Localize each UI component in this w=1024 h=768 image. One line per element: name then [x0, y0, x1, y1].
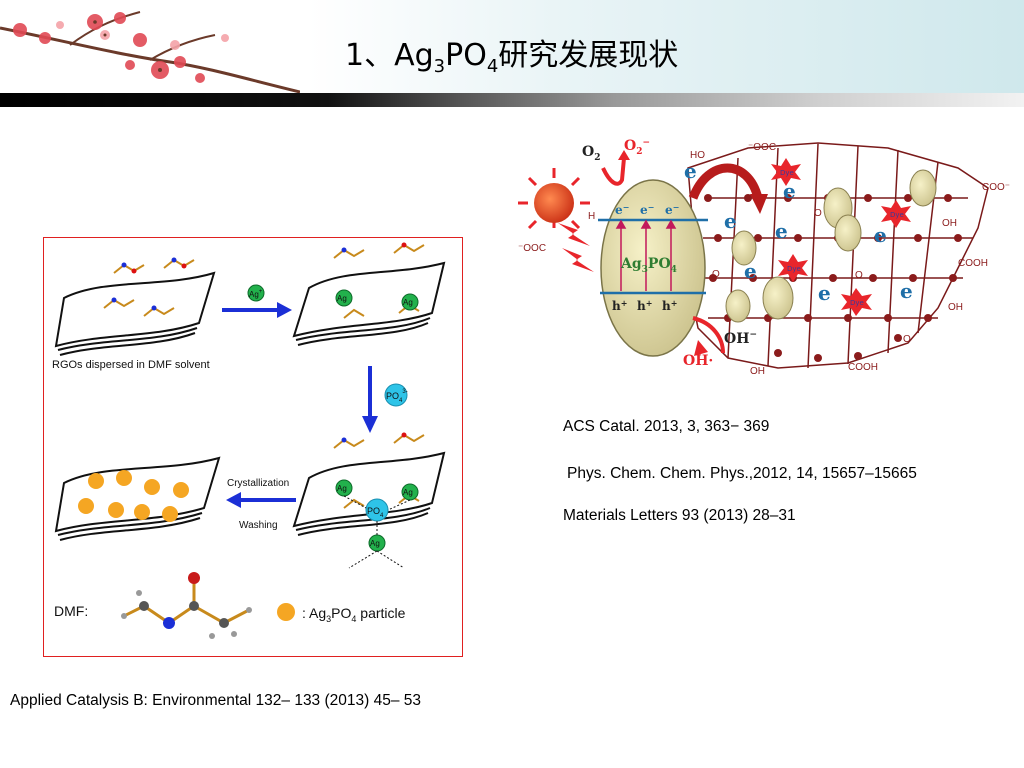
svg-text:OH: OH [750, 366, 765, 377]
svg-text:COO⁻: COO⁻ [982, 182, 1010, 193]
small-particles [725, 169, 937, 323]
svg-text:Dye: Dye [787, 265, 801, 273]
dmf-structure [121, 572, 252, 639]
hydroxyl-radical-label: OH· [683, 353, 713, 369]
slide-title: 1、Ag3PO4研究发展现状 [345, 38, 679, 77]
svg-text:⁻OOC: ⁻OOC [748, 142, 776, 153]
svg-text:Ag: Ag [403, 298, 413, 307]
svg-text:COOH: COOH [848, 362, 878, 373]
ag3po4-particles [78, 470, 189, 522]
svg-text:e: e [684, 159, 697, 183]
svg-text:e: e [775, 219, 788, 243]
ag-ion-icon [247, 284, 265, 302]
svg-text:Ag: Ag [337, 484, 347, 493]
superoxide-label: O2− [624, 138, 650, 157]
svg-text:Dye: Dye [890, 211, 904, 219]
svg-text:OH: OH [942, 218, 957, 229]
svg-text:O: O [903, 334, 911, 345]
rgo-sheet-3 [292, 451, 446, 536]
ag3po4-label: Ag3PO4 [620, 256, 677, 275]
header-gradient-band [0, 93, 1024, 107]
slide-header: 1、Ag3PO4研究发展现状 [0, 0, 1024, 93]
o2-reduction-arrow [601, 157, 626, 186]
svg-text:O: O [712, 269, 720, 280]
svg-text:OH: OH [948, 302, 963, 313]
lattice-labels: HO ⁻OOC COO⁻ ⁻OOC OH COOH OH COOH OH H O… [518, 142, 1010, 377]
o2-label: O2 [582, 144, 600, 163]
svg-text:COOH: COOH [958, 258, 988, 269]
svg-text:PO4: PO4 [367, 506, 384, 519]
light-bolts [558, 223, 594, 272]
svg-text:e−: e− [615, 202, 629, 217]
svg-text:e: e [818, 281, 831, 305]
oh-oxidation-arrow [692, 316, 725, 354]
svg-text:Ag: Ag [403, 488, 413, 497]
svg-text:O: O [855, 270, 863, 281]
reference-applied-catalysis: Applied Catalysis B: Environmental 132– … [10, 692, 422, 709]
svg-text:e: e [900, 279, 913, 303]
synthesis-scheme-figure: RGOs dispersed in DMF solvent Ag+ Ag Ag … [43, 237, 463, 657]
svg-text:HO: HO [690, 150, 705, 161]
rgo-sheet-1 [54, 271, 216, 356]
rgo-sheet-2 [292, 261, 446, 346]
reference-acs-catal: ACS Catal. 2013, 3, 363− 369 [563, 418, 770, 435]
svg-text:Ag: Ag [337, 294, 347, 303]
svg-text:e−: e− [640, 202, 654, 217]
svg-text:h+: h+ [662, 298, 677, 313]
electron-transfer-arrow [688, 163, 763, 200]
svg-text:Ag: Ag [370, 539, 380, 548]
po4-ion-icon [384, 383, 408, 407]
dmf-label: DMF: [54, 603, 88, 619]
svg-text:Ag+: Ag+ [249, 289, 263, 299]
dmf-atoms [111, 242, 407, 443]
svg-text:H: H [588, 211, 595, 222]
svg-text:Dye: Dye [850, 299, 864, 307]
particle-legend-label: : Ag3PO4 particle [302, 605, 406, 624]
svg-text:e: e [724, 209, 737, 233]
svg-text:Dye: Dye [780, 169, 794, 177]
synthesis-scheme-drawing: RGOs dispersed in DMF solvent Ag+ Ag Ag … [52, 242, 446, 639]
crystallization-label: Crystallization [227, 478, 289, 489]
particle-legend-dot [277, 603, 295, 621]
svg-text:e: e [874, 223, 887, 247]
reference-materials-letters: Materials Letters 93 (2013) 28–31 [563, 507, 796, 524]
svg-text:e: e [744, 259, 757, 283]
plum-blossom-decoration [0, 11, 300, 93]
hydroxide-label: OH− [724, 330, 757, 347]
svg-text:e: e [783, 179, 796, 203]
washing-label: Washing [239, 520, 278, 531]
sun-icon [518, 168, 590, 230]
reference-pccp: Phys. Chem. Chem. Phys.,2012, 14, 15657–… [567, 465, 917, 482]
rgo-sheet-4 [54, 456, 221, 541]
svg-text:O: O [814, 208, 822, 219]
svg-text:e−: e− [665, 202, 679, 217]
dye-stars [771, 158, 911, 316]
ag3po4-particle [600, 179, 706, 357]
svg-text:PO43-: PO43- [386, 389, 408, 404]
svg-text:h+: h+ [612, 298, 627, 313]
svg-text:⁻OOC: ⁻OOC [518, 243, 546, 254]
svg-text:h+: h+ [637, 298, 652, 313]
rgo-caption: RGOs dispersed in DMF solvent [52, 359, 210, 371]
